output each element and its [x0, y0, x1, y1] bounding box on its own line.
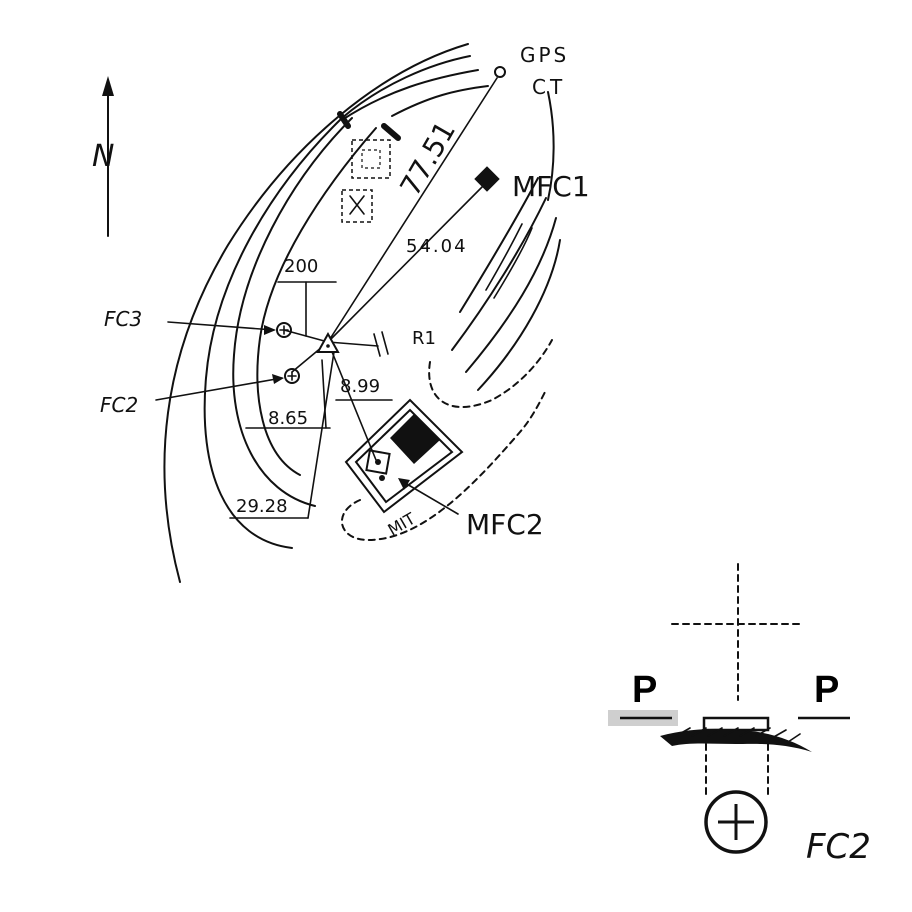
- north-arrow: N: [92, 76, 114, 237]
- fc2-label: FC2: [100, 393, 138, 417]
- dashed-contours: [341, 339, 553, 542]
- r1-label: R1: [412, 328, 436, 349]
- distance-d6: 29.28: [236, 496, 288, 517]
- fc3-point: FC3: [104, 307, 292, 338]
- detail-left-label: P: [632, 669, 657, 711]
- distance-d3: 200: [284, 256, 318, 277]
- ct-label: CT: [532, 75, 566, 99]
- mfc2-label: MFC2: [466, 508, 544, 541]
- distance-d1: 77.51: [393, 116, 462, 202]
- station-triangle: [316, 331, 340, 353]
- mfc2-structure: MIT MFC2: [344, 398, 544, 541]
- distance-d4: 8.99: [340, 376, 380, 397]
- distance-d2: 54.04: [406, 236, 468, 257]
- detail-right-label: P: [814, 669, 839, 711]
- mfc1-label: MFC1: [512, 170, 590, 203]
- mit-label: MIT: [385, 509, 419, 540]
- benchmark-plate: [702, 716, 770, 732]
- gps-point: GPS CT: [494, 43, 569, 99]
- fc2-detail-section: P P FC2: [608, 563, 871, 867]
- ground-hatch: [660, 728, 812, 752]
- north-label: N: [92, 139, 114, 174]
- mfc1-point: MFC1: [474, 166, 590, 203]
- building-icons: [337, 111, 401, 223]
- survey-lines: [283, 77, 498, 519]
- r1-marker: R1: [373, 328, 436, 357]
- gps-label: GPS: [520, 43, 569, 67]
- contour-lines: [163, 43, 561, 583]
- detail-point-label: FC2: [806, 827, 871, 867]
- distance-labels: 77.51 54.04 200 8.99 8.65 29.28: [229, 116, 468, 519]
- fc2-point: FC2: [100, 368, 300, 417]
- fc3-label: FC3: [104, 307, 142, 331]
- distance-d5: 8.65: [268, 408, 308, 429]
